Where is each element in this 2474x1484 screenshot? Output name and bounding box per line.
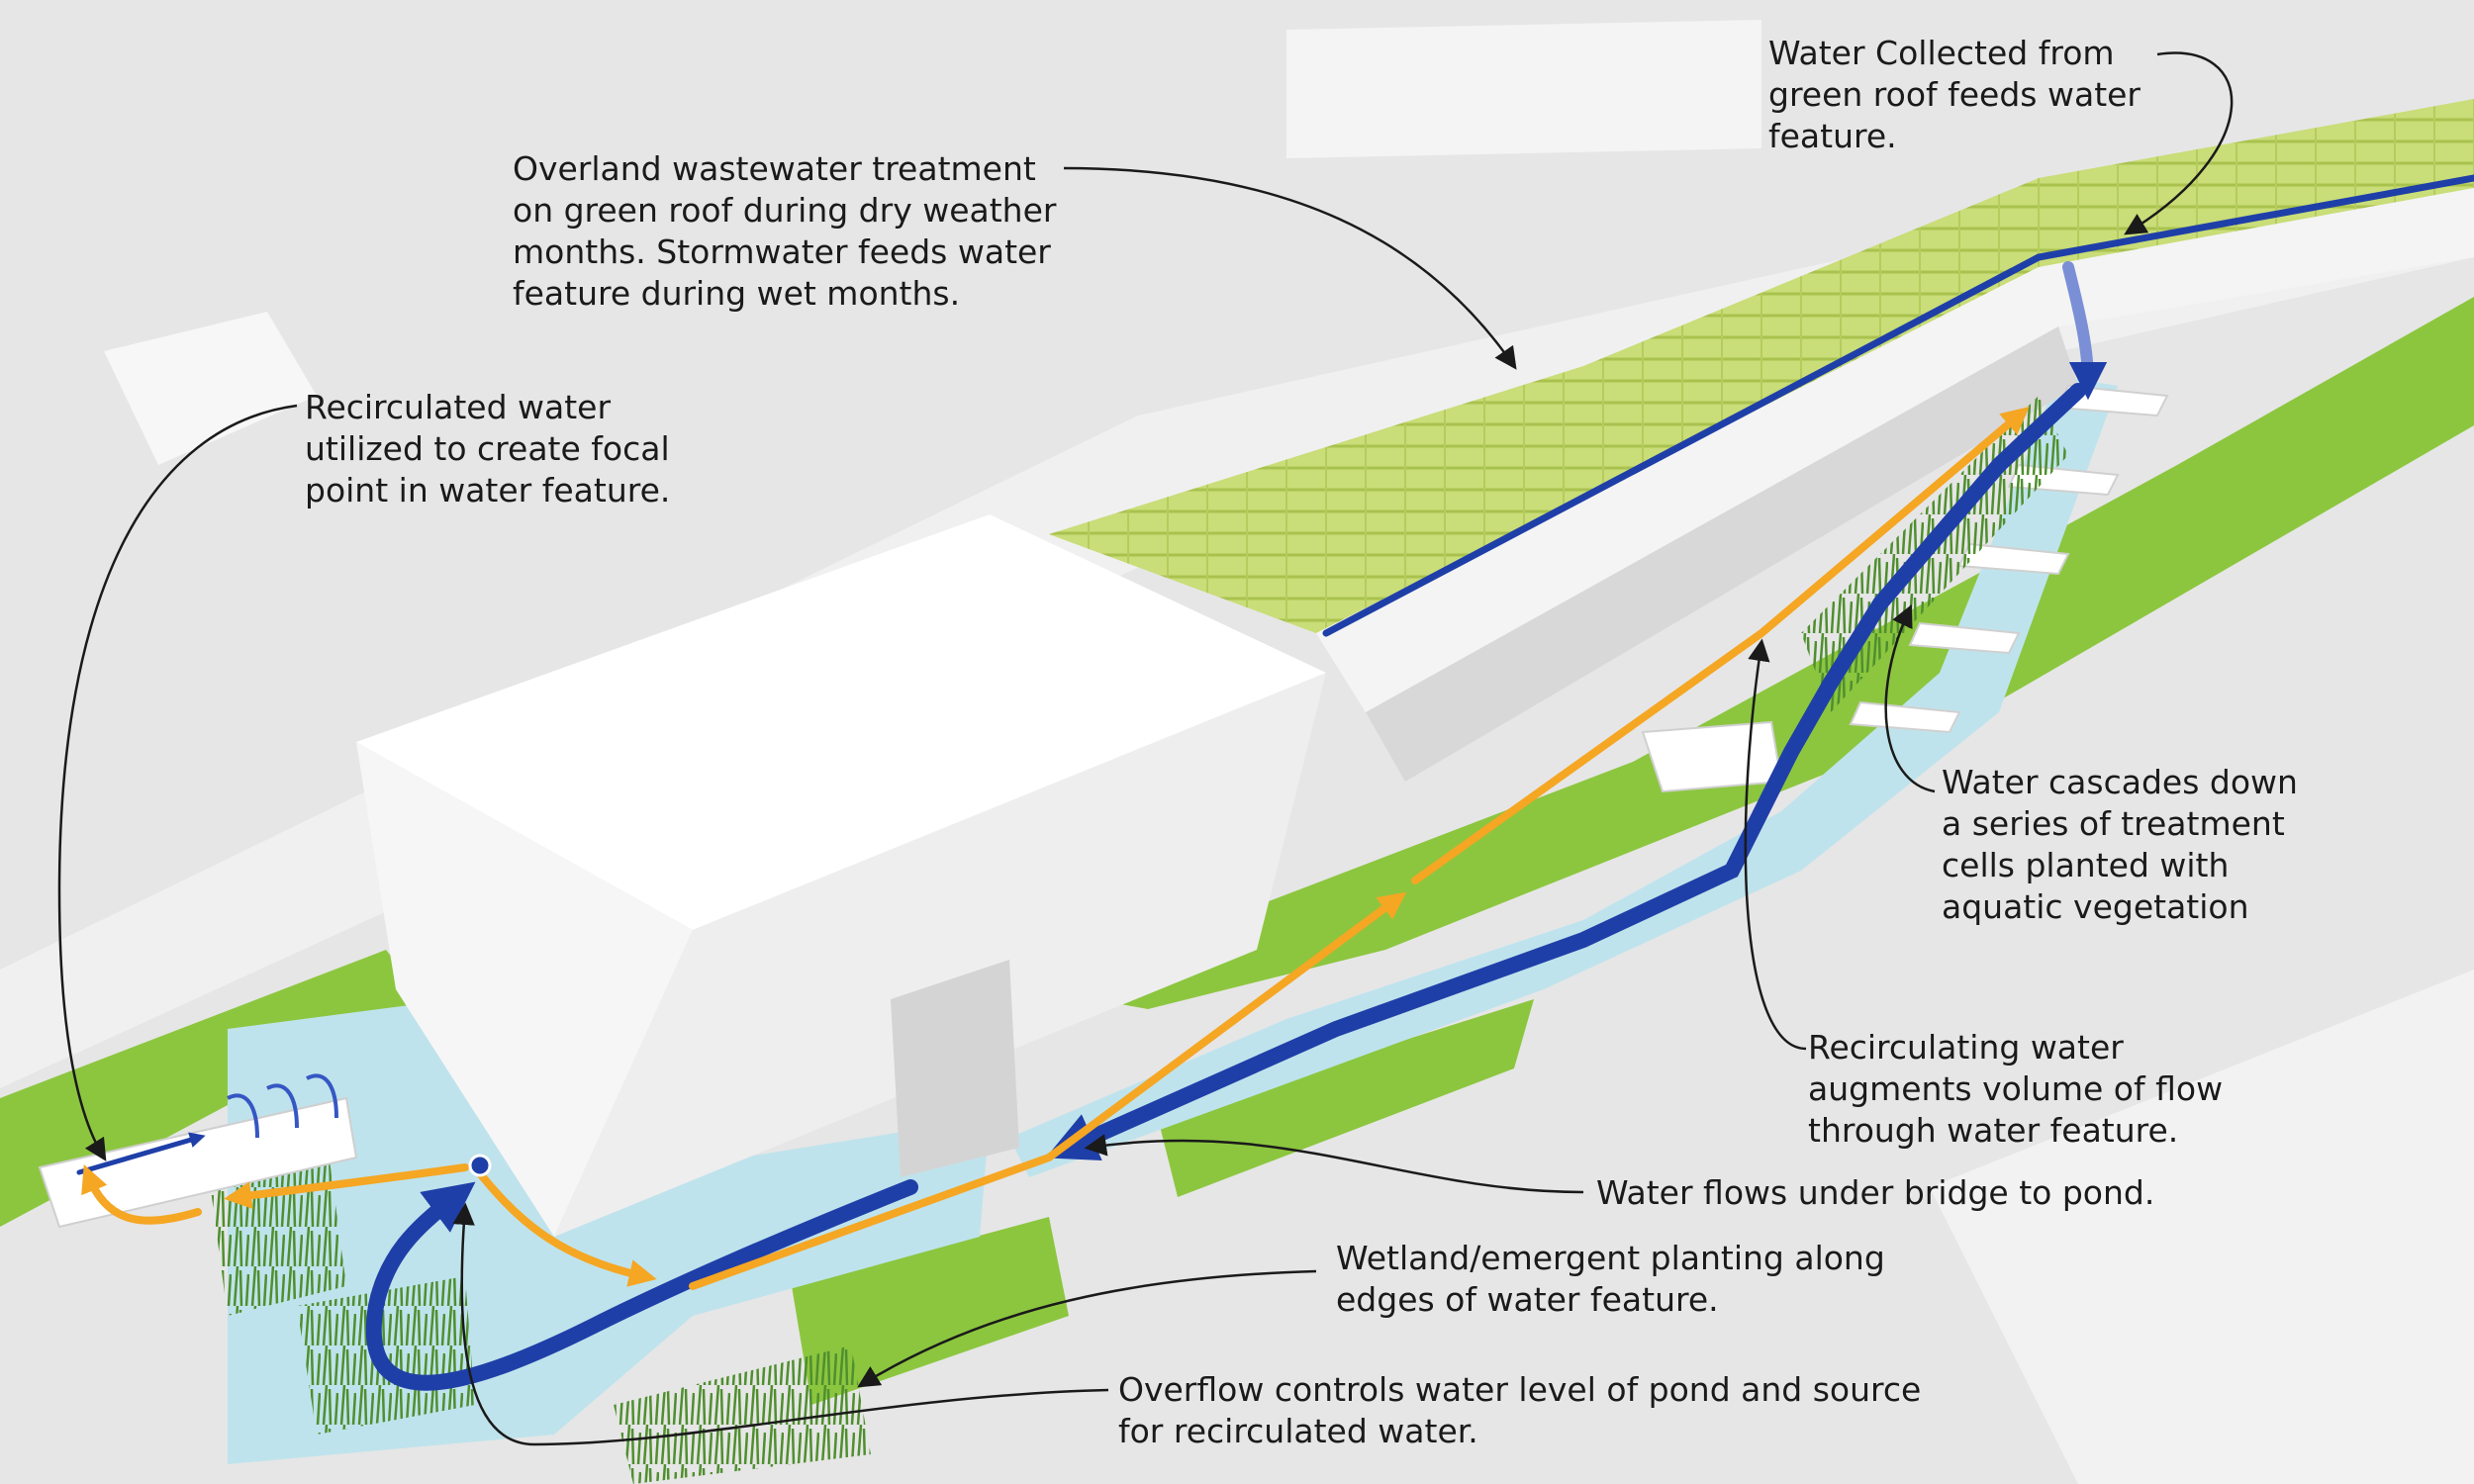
label-line: point in water feature. [305, 471, 671, 510]
lawn-lower [1158, 999, 1534, 1197]
label-line: Recirculating water [1808, 1028, 2124, 1067]
main-building-front [356, 742, 693, 1237]
label-line: Wetland/emergent planting along [1336, 1239, 1885, 1277]
label-line: edges of water feature. [1336, 1280, 1719, 1319]
overflow-weir [38, 1096, 358, 1229]
leader-roof-collection [2124, 51, 2234, 235]
label-line: for recirculated water. [1118, 1412, 1478, 1450]
background-building [1286, 20, 1761, 158]
background-plaza [1930, 970, 2474, 1484]
leader-lines [57, 51, 2234, 1446]
leader-wetland-planting [857, 1269, 1317, 1388]
leader-overflow [452, 1202, 1109, 1446]
label-line: Overland wastewater treatment [513, 149, 1036, 188]
main-building-side [554, 673, 1326, 1237]
label-cascades: Water cascades down a series of treatmen… [1942, 762, 2298, 928]
label-line: Water cascades down [1942, 763, 2298, 801]
orange-flow-arrows [81, 406, 2030, 1290]
label-line: utilized to create focal [305, 429, 670, 468]
label-line: cells planted with [1942, 846, 2230, 884]
main-building-roof [356, 514, 1326, 930]
label-line: a series of treatment [1942, 804, 2285, 843]
leader-overland-treatment [1063, 166, 1517, 370]
label-line: aquatic vegetation [1942, 887, 2249, 926]
leader-recirculating-volume [1744, 638, 1807, 1051]
label-roof-collection: Water Collected from green roof feeds wa… [1768, 33, 2141, 157]
label-line: on green roof during dry weather [513, 191, 1057, 230]
lawn-bottom [792, 1217, 1069, 1405]
label-under-bridge: Water flows under bridge to pond. [1596, 1172, 2154, 1214]
channel-wall [1366, 326, 2078, 782]
background-building-small [104, 312, 317, 465]
label-line: feature during wet months. [513, 274, 961, 313]
label-overflow: Overflow controls water level of pond an… [1118, 1369, 1921, 1452]
leader-under-bridge [1084, 1134, 1584, 1194]
label-line: feature. [1768, 117, 1897, 155]
roof-parapet [1316, 188, 2474, 712]
building-glazing [891, 960, 1019, 1177]
blue-flow-arrows [76, 174, 2474, 1391]
label-wetland-planting: Wetland/emergent planting along edges of… [1336, 1238, 1885, 1321]
label-recirculated-focal: Recirculated water utilized to create fo… [305, 387, 670, 511]
label-line: Recirculated water [305, 388, 612, 426]
label-overland-treatment: Overland wastewater treatment on green r… [513, 148, 1056, 315]
label-line: months. Stormwater feeds water [513, 232, 1051, 271]
weir-blue-loops [227, 1073, 338, 1139]
label-line: through water feature. [1808, 1111, 2179, 1150]
label-recirculating-volume: Recirculating water augments volume of f… [1808, 1027, 2223, 1152]
label-line: Water flows under bridge to pond. [1596, 1173, 2155, 1212]
label-line: green roof feeds water [1768, 75, 2141, 114]
label-line: Overflow controls water level of pond an… [1118, 1370, 1922, 1409]
label-line: augments volume of flow [1808, 1069, 2224, 1108]
leader-recirculated-focal [57, 404, 298, 1161]
focal-point-marker [468, 1154, 492, 1177]
channel [1009, 376, 2118, 1177]
leader-cascades [1884, 603, 1936, 793]
label-line: Water Collected from [1768, 34, 2115, 72]
green-roof [1049, 99, 2474, 633]
